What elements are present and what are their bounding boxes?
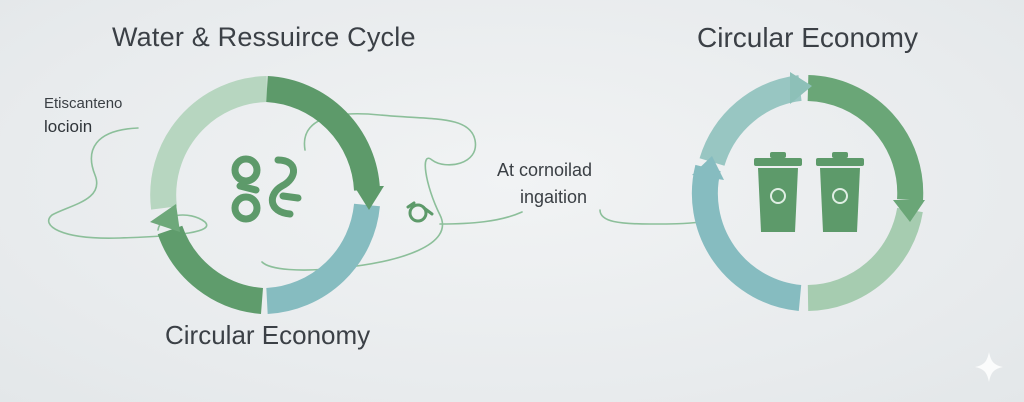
right-cycle-ring	[691, 75, 924, 311]
right-ring-segment-green-right	[807, 75, 924, 201]
sparkle-icon	[975, 352, 1003, 382]
arrow-head-icon	[270, 288, 293, 312]
middle-label-line2: ingaition	[520, 187, 588, 207]
left-diagram-title: Water & Ressuirce Cycle	[112, 22, 416, 52]
arrow-head-icon	[790, 72, 812, 104]
right-ring-segment-pale-bottom	[807, 207, 923, 311]
left-ring-segment-dark-top	[265, 76, 380, 191]
arrow-head-icon	[893, 200, 925, 222]
left-ring-segment-teal	[265, 203, 380, 314]
side-label-line1: Etiscanteno	[44, 95, 123, 112]
side-connector-line	[47, 127, 208, 239]
right-diagram-title: Circular Economy	[697, 22, 918, 53]
left-ring-arrows	[150, 186, 384, 312]
arrow-head-icon	[150, 204, 180, 232]
right-connector-line	[599, 209, 701, 225]
side-label-line2: locioin	[44, 117, 93, 136]
left-ring-segment-pale	[150, 76, 268, 210]
recycle-symbol-icon	[231, 155, 302, 223]
right-ring-segment-teal-top	[699, 75, 802, 167]
arrow-head-icon	[354, 186, 384, 210]
left-ring-segment-dark-bottom	[157, 225, 264, 314]
middle-label-line1: At cornoilad	[497, 160, 593, 180]
right-ring-segment-teal-left	[691, 164, 802, 311]
small-recycle-icon	[406, 201, 434, 223]
middle-connector-line	[439, 211, 523, 225]
left-diagram-caption: Circular Economy	[165, 320, 371, 350]
recycling-bin-icon	[816, 152, 864, 232]
left-cycle-ring	[150, 76, 380, 314]
arrow-head-icon	[692, 156, 724, 180]
right-ring-arrows	[692, 72, 925, 222]
recycling-bin-icon	[754, 152, 802, 232]
